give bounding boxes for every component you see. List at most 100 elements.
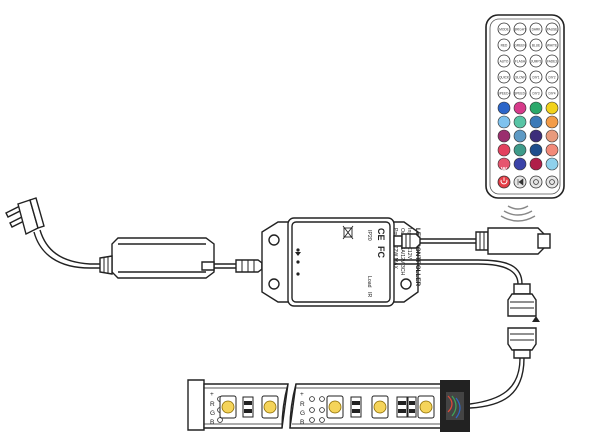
remote-color-button[interactable] xyxy=(513,101,527,115)
strip-pin-r: R xyxy=(210,401,215,408)
resistor-band xyxy=(398,401,406,405)
resistor xyxy=(396,396,408,418)
remote-button[interactable] xyxy=(497,70,511,84)
remote-color-button[interactable] xyxy=(545,143,559,157)
brightness-up-icon xyxy=(533,179,539,185)
remote-button-label: DIY4 xyxy=(548,92,555,96)
remote-button[interactable] xyxy=(545,54,559,68)
remote-color-button[interactable] xyxy=(529,143,543,157)
remote-button[interactable] xyxy=(545,38,559,52)
remote-button[interactable] xyxy=(545,175,559,189)
remote-color-button[interactable] xyxy=(497,143,511,157)
remote-color-button[interactable] xyxy=(497,101,511,115)
remote-button[interactable] xyxy=(513,38,527,52)
remote-button-label: RED xyxy=(501,44,508,48)
remote-color-button[interactable] xyxy=(545,129,559,143)
strip-pin-plus: + xyxy=(210,391,214,398)
remote-color-button[interactable] xyxy=(529,157,543,171)
remote-color-button[interactable] xyxy=(513,157,527,171)
weee-bin-icon xyxy=(342,225,354,240)
play-pause-icon xyxy=(517,178,524,186)
remote-color-button[interactable] xyxy=(529,101,543,115)
remote-button[interactable] xyxy=(529,175,543,189)
remote-button-label: DIY2 xyxy=(548,76,555,80)
remote-button[interactable] xyxy=(513,54,527,68)
strip-pin-b-2: B xyxy=(300,419,304,426)
solder-pad xyxy=(309,396,315,402)
controller-power-spec: Power: 72W MAX. xyxy=(392,228,398,270)
resistor-band xyxy=(352,409,360,413)
remote-button-label: DARK xyxy=(532,28,542,32)
remote-button-label: QUICK xyxy=(499,76,510,80)
solder-pad xyxy=(309,407,315,413)
remote-button-label: FADE3 xyxy=(547,60,557,64)
ir-label: IR xyxy=(366,292,372,297)
remote-button[interactable] xyxy=(513,70,527,84)
connector-arrow-icon xyxy=(532,316,540,322)
remote-color-button[interactable] xyxy=(545,101,559,115)
remote-button[interactable] xyxy=(545,22,559,36)
remote-button[interactable] xyxy=(497,22,511,36)
remote-button[interactable] xyxy=(513,22,527,36)
remote-button-label: JUMP3 xyxy=(531,60,542,64)
resistor-band xyxy=(398,409,406,413)
remote-button[interactable] xyxy=(529,22,543,36)
remote-color-button[interactable] xyxy=(497,129,511,143)
led-strip: + R G B + R G B xyxy=(187,379,470,432)
remote-color-button[interactable] xyxy=(497,157,511,171)
remote-color-button[interactable] xyxy=(497,115,511,129)
resistor-band xyxy=(352,401,360,405)
resistor-band xyxy=(244,401,252,405)
remote-color-button[interactable] xyxy=(529,129,543,143)
remote-color-button[interactable] xyxy=(545,157,559,171)
remote-button-label: DIY3 xyxy=(532,92,539,96)
remote-button[interactable] xyxy=(529,86,543,100)
resistor-band xyxy=(409,409,415,413)
power-icon xyxy=(500,177,508,185)
remote-button-label: GREEN xyxy=(514,44,526,48)
led-emitter xyxy=(221,400,235,414)
resistor xyxy=(242,396,254,418)
remote-button[interactable] xyxy=(529,70,543,84)
remote-color-button[interactable] xyxy=(513,129,527,143)
ir-receiver xyxy=(420,227,551,255)
led-emitter xyxy=(373,400,387,414)
remote-button-label: SPEED+ xyxy=(498,92,511,96)
resistor-band xyxy=(409,401,415,405)
remote-button-label: PAUSE xyxy=(547,28,558,32)
solder-pad xyxy=(309,417,315,423)
remote-button[interactable] xyxy=(529,54,543,68)
remote-color-button[interactable] xyxy=(513,115,527,129)
remote-button-label: DIY1 xyxy=(532,76,539,80)
remote-button[interactable] xyxy=(497,54,511,68)
resistor xyxy=(350,396,362,418)
led-emitter xyxy=(263,400,277,414)
remote-button[interactable] xyxy=(497,86,511,100)
power-adapter xyxy=(99,237,271,279)
remote-color-button[interactable] xyxy=(529,115,543,129)
controller-title: LED CONTROLLER xyxy=(414,228,421,287)
remote-button-label: FLASH xyxy=(515,60,526,64)
remote-color-button[interactable] xyxy=(513,143,527,157)
remote-color-button[interactable] xyxy=(545,115,559,129)
remote-button[interactable] xyxy=(497,38,511,52)
power-button[interactable] xyxy=(497,175,511,189)
remote-button-label: BRIGHT xyxy=(514,28,526,32)
remote-button-label: SPEED- xyxy=(514,92,526,96)
strip-pin-g-2: G xyxy=(300,410,305,417)
load-output-cable xyxy=(394,259,540,409)
load-label: Load xyxy=(366,276,372,288)
solder-pad xyxy=(319,407,325,413)
remote-button[interactable] xyxy=(529,38,543,52)
remote-button[interactable] xyxy=(513,86,527,100)
ac-power-plug xyxy=(5,197,100,269)
remote-button[interactable] xyxy=(545,70,559,84)
dc-input-arrow-icon xyxy=(295,248,301,276)
remote-button-label: MODE xyxy=(499,28,509,32)
resistor xyxy=(407,396,417,418)
led-emitter xyxy=(328,400,342,414)
remote-button[interactable] xyxy=(545,86,559,100)
strip-pin-r-2: R xyxy=(300,401,305,408)
